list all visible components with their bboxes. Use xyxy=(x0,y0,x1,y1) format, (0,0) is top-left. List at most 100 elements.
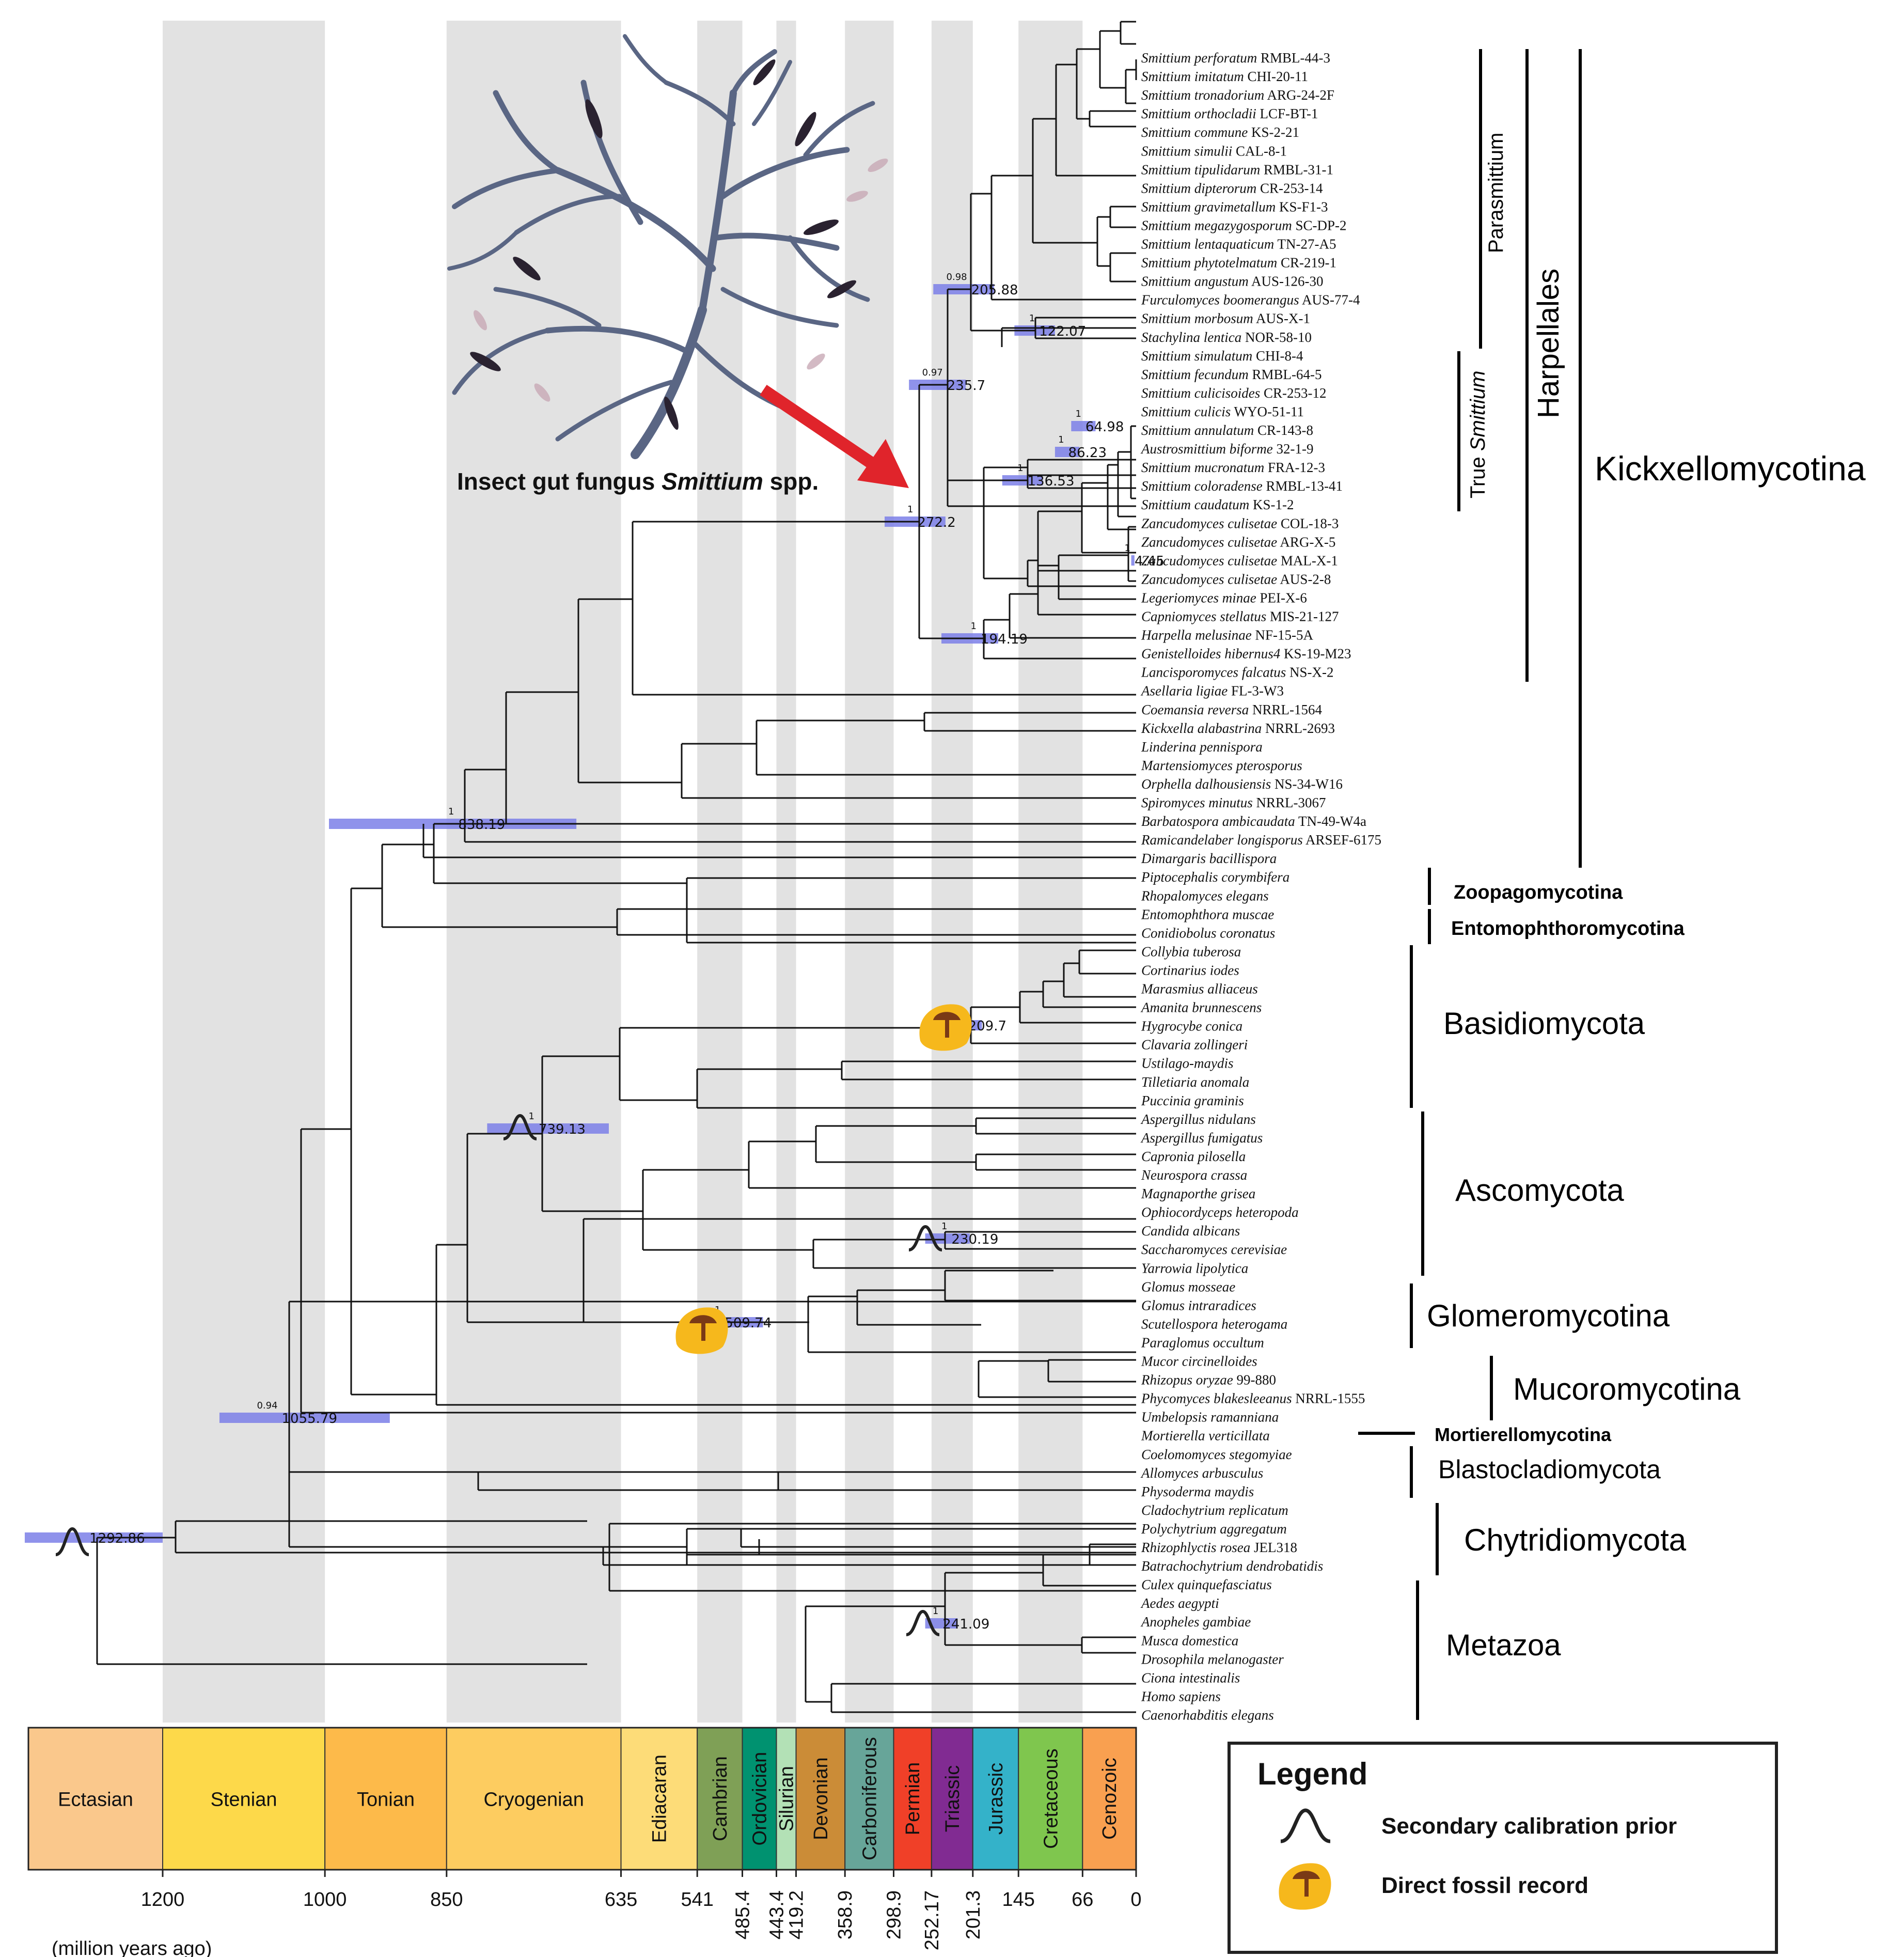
taxon-label: Saccharomyces cerevisiae xyxy=(1141,1242,1287,1257)
tick-label: 850 xyxy=(430,1889,463,1911)
taxon-label: Phycomyces blakesleeanus NRRL-1555 xyxy=(1141,1391,1365,1406)
taxon-label: Hygrocybe conica xyxy=(1141,1019,1242,1034)
taxon-label: Polychytrium aggregatum xyxy=(1141,1521,1287,1537)
hpd-bar xyxy=(1131,555,1135,566)
support-value: 1 xyxy=(1029,313,1035,324)
tree-branches xyxy=(96,823,1136,1713)
taxon-label: Ustilago-maydis xyxy=(1141,1056,1234,1071)
taxon-label: Amanita brunnescens xyxy=(1140,1000,1262,1015)
support-value: 1 xyxy=(907,504,913,515)
taxon-label: Neurospora crassa xyxy=(1141,1167,1247,1183)
taxon-label: Capronia pilosella xyxy=(1141,1149,1246,1164)
taxon-label: Stachylina lentica NOR-58-10 xyxy=(1141,330,1312,345)
period-band xyxy=(931,21,973,1723)
clade-label-mucoromycotina: Mucoromycotina xyxy=(1513,1372,1741,1406)
smittium-fungus-image xyxy=(447,34,888,459)
taxon-label: Glomus mosseae xyxy=(1141,1279,1235,1294)
taxon-label: Smittium coloradense RMBL-13-41 xyxy=(1141,478,1343,494)
clade-label-blastocladiomycota: Blastocladiomycota xyxy=(1438,1455,1661,1484)
clade-label-glomeromycotina: Glomeromycotina xyxy=(1427,1298,1670,1333)
calibration-curve-icon xyxy=(55,1527,89,1556)
support-value: 1 xyxy=(1017,463,1023,474)
taxon-label: Paraglomus occultum xyxy=(1141,1335,1264,1350)
tick-label: 443.4 xyxy=(766,1890,788,1939)
taxon-label: Spiromyces minutus NRRL-3067 xyxy=(1141,795,1326,810)
taxon-label: Legeriomyces minae PEI-X-6 xyxy=(1141,590,1307,605)
period-box xyxy=(28,1727,163,1870)
taxon-label: Smittium annulatum CR-143-8 xyxy=(1141,422,1313,438)
support-value: 0.98 xyxy=(947,272,967,283)
taxon-label: Capniomyces stellatus MIS-21-127 xyxy=(1141,609,1339,624)
legend-item-label: Secondary calibration prior xyxy=(1381,1813,1677,1839)
legend-box xyxy=(1228,1742,1778,1954)
support-value: 1 xyxy=(1058,434,1064,445)
taxon-label: Smittium simulatum CHI-8-4 xyxy=(1141,348,1303,364)
node-age-label: 235.7 xyxy=(947,378,985,394)
mushroom-fossil-icon xyxy=(919,1004,972,1051)
taxon-label: Anopheles gambiae xyxy=(1140,1614,1251,1630)
taxon-label: Harpella melusinae NF-15-5A xyxy=(1141,628,1313,643)
period-label: Carboniferous xyxy=(859,1737,880,1860)
period-band xyxy=(163,21,325,1723)
taxon-label: Smittium gravimetallum KS-F1-3 xyxy=(1141,199,1328,214)
taxon-label: Scutellospora heterogama xyxy=(1141,1316,1287,1332)
taxon-label: Piptocephalis corymbifera xyxy=(1141,869,1289,885)
clade-label-kickxellomycotina: Kickxellomycotina xyxy=(1595,449,1866,488)
taxon-label: Smittium culicis WYO-51-11 xyxy=(1141,404,1304,419)
taxon-label: Ciona intestinalis xyxy=(1141,1670,1240,1685)
node-age-label: 838.19 xyxy=(458,817,505,833)
clade-brackets xyxy=(1358,49,1582,1720)
hpd-bar xyxy=(219,1413,390,1423)
taxon-label: Aspergillus fumigatus xyxy=(1140,1130,1263,1146)
taxon-label: Coelomomyces stegomyiae xyxy=(1141,1447,1292,1462)
hpd-bar xyxy=(1071,421,1096,431)
taxon-label: Smittium angustum AUS-126-30 xyxy=(1141,274,1324,289)
period-label: Silurian xyxy=(776,1766,797,1831)
taxon-label: Tilletiaria anomala xyxy=(1141,1074,1249,1090)
period-label: Cryogenian xyxy=(483,1789,584,1811)
kickxello-branches xyxy=(422,21,1137,858)
taxon-label: Drosophila melanogaster xyxy=(1141,1651,1284,1667)
taxon-label: Marasmius alliaceus xyxy=(1141,981,1258,997)
period-box xyxy=(795,1727,846,1870)
taxon-label: Puccinia graminis xyxy=(1141,1093,1244,1108)
taxon-label: Smittium tipulidarum RMBL-31-1 xyxy=(1141,162,1333,177)
taxon-label: Smittium perforatum RMBL-44-3 xyxy=(1141,50,1330,66)
tick-label: 145 xyxy=(1002,1889,1035,1911)
node-age-label: 241.09 xyxy=(942,1617,989,1632)
legend-title: Legend xyxy=(1257,1757,1367,1791)
red-arrow-icon xyxy=(760,385,909,488)
taxon-label: Zancudomyces culisetae ARG-X-5 xyxy=(1141,534,1335,550)
period-band xyxy=(776,21,796,1723)
taxon-label: Aspergillus nidulans xyxy=(1140,1111,1256,1127)
taxon-label: Mucor circinelloides xyxy=(1141,1354,1257,1369)
tick-label: 252.17 xyxy=(921,1890,943,1950)
node-labels: 1292.861055.790.94838.191739.131509.7412… xyxy=(89,272,1165,1632)
legend-mushroom-fossil-icon xyxy=(1279,1863,1331,1910)
taxon-label: Physoderma maydis xyxy=(1141,1484,1254,1499)
node-age-label: 1292.86 xyxy=(89,1531,145,1546)
taxon-label: Mortierella verticillata xyxy=(1141,1428,1270,1444)
taxon-label: Rhopalomyces elegans xyxy=(1141,888,1269,903)
taxon-label: Entomophthora muscae xyxy=(1141,906,1274,922)
taxon-label: Smittium dipterorum CR-253-14 xyxy=(1141,180,1323,196)
taxon-label: Kickxella alabastrina NRRL-2693 xyxy=(1141,721,1335,736)
tick-label: 1200 xyxy=(141,1889,185,1911)
node-age-label: 272.2 xyxy=(917,515,955,530)
period-box xyxy=(162,1727,326,1870)
period-box xyxy=(324,1727,447,1870)
taxon-label: Ophiocordyceps heteropoda xyxy=(1141,1204,1299,1220)
clade-label-zoopagomycotina: Zoopagomycotina xyxy=(1454,882,1623,903)
taxon-label: Candida albicans xyxy=(1141,1223,1240,1239)
period-box xyxy=(844,1727,894,1870)
period-band xyxy=(845,21,894,1723)
taxon-label: Smittium megazygosporum SC-DP-2 xyxy=(1141,217,1347,233)
calibration-curve-icon xyxy=(906,1609,940,1636)
support-value: 1 xyxy=(971,621,977,632)
period-label: Permian xyxy=(902,1762,924,1836)
hpd-bar xyxy=(24,1532,163,1543)
period-box xyxy=(620,1727,698,1870)
taxon-label: Furculomyces boomerangus AUS-77-4 xyxy=(1141,292,1360,308)
